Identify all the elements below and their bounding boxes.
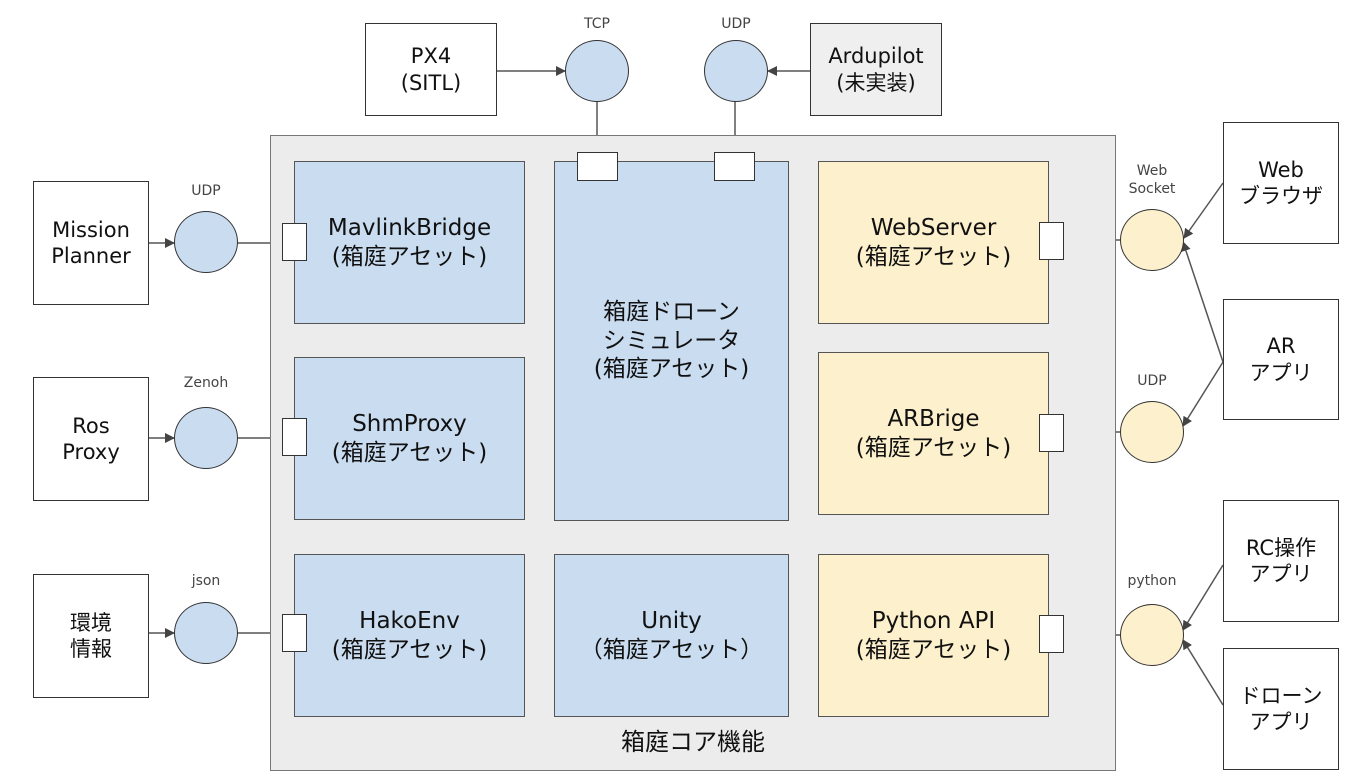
protocol-node-udp-left bbox=[174, 211, 238, 273]
asset-sub: (箱庭アセット) bbox=[855, 434, 1012, 461]
protocol-label-udp-left: UDP bbox=[191, 183, 221, 199]
asset-name: MavlinkBridge bbox=[327, 214, 492, 241]
external-line1: PX4 bbox=[410, 44, 452, 69]
external-px4[interactable]: PX4 (SITL) bbox=[365, 23, 497, 116]
external-drone-app[interactable]: ドローン アプリ bbox=[1223, 648, 1339, 770]
asset-webserver[interactable]: WebServer (箱庭アセット) bbox=[818, 161, 1049, 324]
external-mission-planner[interactable]: Mission Planner bbox=[33, 181, 149, 305]
external-line1: AR bbox=[1266, 334, 1296, 359]
asset-mavlinkbridge[interactable]: MavlinkBridge (箱庭アセット) bbox=[294, 161, 525, 324]
protocol-node-websocket bbox=[1120, 209, 1184, 271]
external-line2: Planner bbox=[51, 244, 131, 268]
edge-ar-udp bbox=[1182, 361, 1224, 427]
external-line2: アプリ bbox=[1249, 562, 1313, 586]
asset-name: WebServer bbox=[870, 214, 997, 241]
protocol-node-json bbox=[174, 602, 238, 664]
protocol-node-zenoh bbox=[174, 407, 238, 469]
external-line2: アプリ bbox=[1249, 710, 1313, 734]
external-line2: ブラウザ bbox=[1239, 184, 1323, 208]
asset-sub: (箱庭アセット) bbox=[593, 356, 750, 383]
external-line1: Ardupilot bbox=[828, 44, 924, 69]
protocol-label-udp-right: UDP bbox=[1137, 373, 1167, 389]
external-line1: Mission bbox=[52, 217, 130, 242]
asset-sub: （箱庭アセット） bbox=[579, 636, 764, 663]
asset-arbrige[interactable]: ARBrige (箱庭アセット) bbox=[818, 352, 1049, 515]
asset-sub: (箱庭アセット) bbox=[331, 243, 488, 270]
asset-name: Unity bbox=[641, 607, 702, 634]
external-line1: Web bbox=[1258, 157, 1304, 182]
edge-web-ws bbox=[1183, 182, 1224, 239]
asset-python-api[interactable]: Python API (箱庭アセット) bbox=[818, 554, 1049, 717]
external-line2: 情報 bbox=[70, 637, 112, 661]
external-line1: RC操作 bbox=[1245, 535, 1317, 560]
edge-ar-ws bbox=[1181, 241, 1224, 363]
external-environment-info[interactable]: 環境 情報 bbox=[33, 574, 149, 698]
port-shm bbox=[282, 418, 307, 456]
protocol-label-websocket-line1: Web bbox=[1136, 163, 1168, 179]
protocol-label-udp-top: UDP bbox=[721, 16, 751, 32]
asset-name-line2: シミュレータ bbox=[602, 327, 741, 354]
protocol-label-websocket: Web Socket bbox=[1122, 162, 1182, 198]
edge-rc-py bbox=[1182, 564, 1224, 631]
external-line2: (SITL) bbox=[400, 70, 462, 95]
asset-name: ARBrige bbox=[887, 405, 980, 432]
protocol-label-websocket-line2: Socket bbox=[1128, 181, 1176, 198]
protocol-label-zenoh: Zenoh bbox=[183, 375, 229, 391]
protocol-node-udp-right bbox=[1120, 401, 1184, 463]
external-line2: アプリ bbox=[1249, 360, 1313, 385]
external-ar-app[interactable]: AR アプリ bbox=[1223, 299, 1339, 420]
asset-sub: (箱庭アセット) bbox=[855, 243, 1012, 270]
asset-sub: (箱庭アセット) bbox=[855, 636, 1012, 663]
external-ros-proxy[interactable]: Ros Proxy bbox=[33, 377, 149, 501]
port-arbrige bbox=[1039, 414, 1064, 452]
external-ardupilot[interactable]: Ardupilot (未実装) bbox=[810, 23, 942, 116]
external-line2: Proxy bbox=[62, 440, 120, 464]
protocol-label-json: json bbox=[191, 573, 221, 589]
protocol-label-python: python bbox=[1127, 573, 1177, 589]
external-line1: Ros bbox=[72, 413, 110, 438]
asset-name: ShmProxy bbox=[352, 410, 467, 437]
external-line1: ドローン bbox=[1239, 683, 1323, 708]
asset-name: HakoEnv bbox=[359, 607, 460, 634]
external-line1: 環境 bbox=[70, 610, 112, 635]
protocol-label-tcp: TCP bbox=[584, 16, 610, 32]
port-hakoenv bbox=[282, 614, 307, 652]
protocol-node-tcp bbox=[565, 40, 629, 102]
asset-sub: (箱庭アセット) bbox=[331, 439, 488, 466]
asset-name: Python API bbox=[871, 607, 996, 634]
edge-droneapp-py bbox=[1182, 639, 1224, 706]
asset-shmproxy[interactable]: ShmProxy (箱庭アセット) bbox=[294, 357, 525, 520]
core-title: 箱庭コア機能 bbox=[621, 728, 765, 756]
asset-name-line1: 箱庭ドローン bbox=[603, 298, 740, 325]
asset-sub: (箱庭アセット) bbox=[331, 636, 488, 663]
asset-hakoenv[interactable]: HakoEnv (箱庭アセット) bbox=[294, 554, 525, 717]
port-drone-udp bbox=[714, 152, 755, 181]
port-python bbox=[1039, 615, 1064, 653]
external-web-browser[interactable]: Web ブラウザ bbox=[1223, 122, 1339, 244]
protocol-node-udp-top bbox=[704, 40, 768, 102]
protocol-node-python bbox=[1120, 604, 1184, 666]
external-rc-app[interactable]: RC操作 アプリ bbox=[1223, 500, 1339, 622]
asset-unity[interactable]: Unity （箱庭アセット） bbox=[554, 554, 789, 717]
port-drone-tcp bbox=[577, 152, 618, 181]
external-line2: (未実装) bbox=[836, 70, 916, 95]
port-webserver bbox=[1039, 222, 1064, 260]
asset-drone-simulator[interactable]: 箱庭ドローン シミュレータ (箱庭アセット) bbox=[554, 161, 789, 521]
port-mavlink bbox=[282, 223, 307, 261]
